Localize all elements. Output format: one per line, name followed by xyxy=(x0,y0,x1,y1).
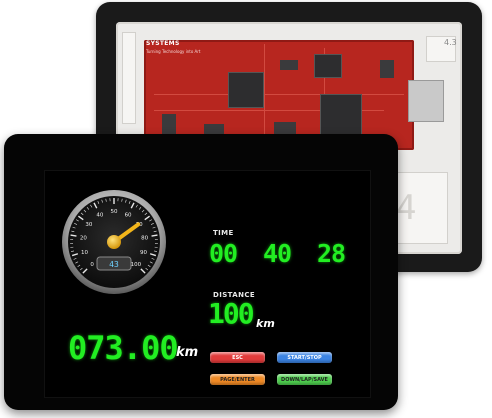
odometer-unit: km xyxy=(176,345,199,360)
gauge-minor-tick xyxy=(83,209,87,213)
distance-unit: km xyxy=(256,317,275,330)
gauge-minor-tick xyxy=(153,230,157,233)
gauge-minor-tick xyxy=(90,204,93,208)
gauge-minor-tick xyxy=(97,200,100,204)
ghost-digit: 4 xyxy=(396,188,417,228)
gauge-minor-tick xyxy=(80,212,84,216)
gauge-scale-label: 100 xyxy=(131,262,142,268)
gauge-needle-hub xyxy=(107,235,121,249)
front-display-module: 0102030405060708090100 43 073.00 km TIME… xyxy=(4,134,398,410)
gauge-major-tick xyxy=(144,215,151,221)
gauge-scale-label: 30 xyxy=(85,222,92,228)
gauge-minor-tick xyxy=(149,261,153,264)
gauge-minor-tick xyxy=(121,198,123,202)
gauge-minor-tick xyxy=(144,212,148,216)
gauge-major-tick xyxy=(93,202,98,209)
gauge-major-tick xyxy=(71,253,79,257)
time-hours: 00 xyxy=(209,239,238,268)
speed-readout: 43 xyxy=(109,260,119,269)
gauge-minor-tick xyxy=(74,222,78,225)
speedometer-gauge: 0102030405060708090100 43 xyxy=(62,190,166,294)
gauge-minor-tick xyxy=(135,204,138,208)
gauge-major-tick xyxy=(77,215,84,221)
gauge-minor-tick xyxy=(79,267,83,271)
gauge-major-tick xyxy=(130,202,135,209)
time-seconds: 28 xyxy=(317,239,346,268)
sd-card-slot xyxy=(408,80,444,122)
gauge-scale-label: 40 xyxy=(96,213,103,219)
chip-main xyxy=(228,72,264,108)
time-minutes: 40 xyxy=(263,239,292,268)
gauge-minor-tick xyxy=(73,258,77,260)
gauge-minor-tick xyxy=(70,250,75,252)
chip-memory xyxy=(314,54,342,78)
distance-label: DISTANCE xyxy=(213,291,256,299)
distance-value: 100 xyxy=(208,297,255,330)
gauge-minor-tick xyxy=(152,226,156,229)
gauge-scale-label: 50 xyxy=(111,209,118,215)
gauge-minor-tick xyxy=(101,199,103,203)
gauge-minor-tick xyxy=(138,207,142,210)
speed-readout-box xyxy=(96,256,132,271)
gauge-minor-tick xyxy=(153,250,158,252)
gauge-major-tick xyxy=(82,268,88,274)
brand-tagline: Turning Technology into Art xyxy=(146,49,201,54)
chip-processor xyxy=(320,94,362,136)
gauge-scale-label: 90 xyxy=(140,250,147,256)
gauge-minor-tick xyxy=(151,258,155,260)
size-label: 4.3 xyxy=(444,38,457,47)
gauge-ticks xyxy=(70,198,158,274)
gauge-scale-label: 0 xyxy=(90,262,94,268)
gauge-minor-tick xyxy=(149,219,153,222)
time-label: TIME xyxy=(213,229,234,237)
gauge-scale-label: 60 xyxy=(125,213,132,219)
gauge-minor-tick xyxy=(125,199,127,203)
tray-slot-left xyxy=(122,32,136,124)
gauge-major-tick xyxy=(149,253,157,257)
gauge-minor-tick xyxy=(75,261,79,264)
gauge-minor-tick xyxy=(75,219,79,222)
gauge-minor-tick xyxy=(128,200,131,204)
gauge-minor-tick xyxy=(77,264,81,267)
page-enter-button[interactable]: PAGE/ENTER xyxy=(210,374,265,385)
gauge-scale-label: 10 xyxy=(81,250,88,256)
tray-slot-right-top xyxy=(426,36,456,62)
gauge-minor-tick xyxy=(145,267,149,271)
pcb-board xyxy=(144,40,414,150)
gauge-major-tick xyxy=(151,234,158,237)
gauge-minor-tick xyxy=(86,207,90,210)
gauge-minor-tick xyxy=(147,264,151,267)
gauge-minor-tick xyxy=(141,209,145,213)
start-stop-button[interactable]: START/STOP xyxy=(277,352,332,363)
gauge-minor-tick xyxy=(72,226,76,229)
gauge-scale-label: 20 xyxy=(80,235,87,241)
brand-logo-text: SYSTEMS xyxy=(146,40,180,47)
odometer-value: 073.00 xyxy=(68,329,179,367)
gauge-major-tick xyxy=(70,234,77,237)
gauge-scale-label: 80 xyxy=(141,235,148,241)
gauge-minor-tick xyxy=(105,198,107,202)
esc-button[interactable]: ESC xyxy=(210,352,265,363)
gauge-minor-tick xyxy=(71,230,75,233)
lcd-screen: 0102030405060708090100 43 073.00 km TIME… xyxy=(44,170,371,398)
down-lap-save-button[interactable]: DOWN/LAP/SAVE xyxy=(277,374,332,385)
gauge-major-tick xyxy=(140,268,146,274)
gauge-minor-tick xyxy=(150,222,154,225)
